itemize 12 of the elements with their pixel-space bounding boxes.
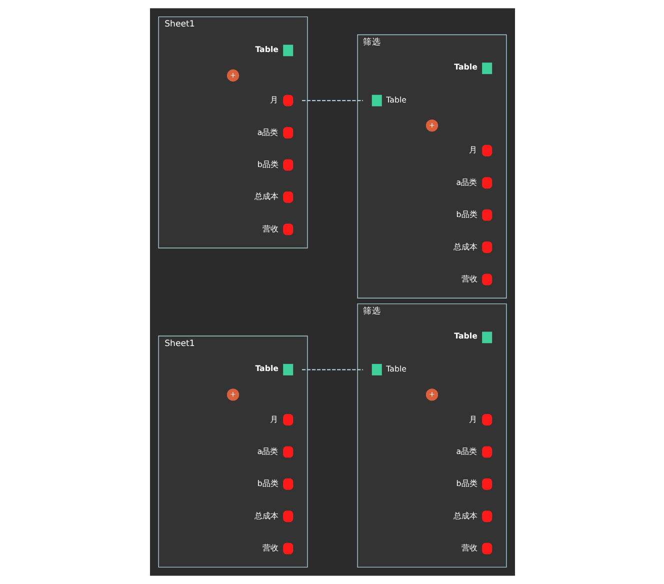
node-circle: + <box>226 69 239 82</box>
node-circle: + <box>226 388 239 401</box>
connector <box>302 100 362 102</box>
node-circle: + <box>425 120 438 132</box>
node-box <box>282 44 293 56</box>
node-box <box>282 364 293 376</box>
node-box <box>371 94 382 106</box>
node-box <box>371 364 382 376</box>
node-box <box>482 62 492 74</box>
node-circle: + <box>425 388 438 401</box>
node-box <box>482 332 492 344</box>
connector <box>302 369 362 370</box>
